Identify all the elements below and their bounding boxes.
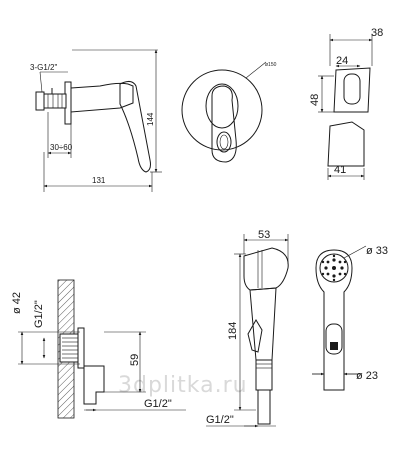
dim-41-label: 41 (334, 164, 346, 176)
thread-callout: 3-G1/2" (30, 63, 57, 72)
diameter-33-label: ø 33 (366, 245, 388, 257)
dim-38-label: 38 (371, 27, 383, 39)
connector-outlet (83, 365, 105, 405)
trigger-slot (325, 323, 343, 355)
connector-flange (77, 327, 85, 369)
dim-184-label: 184 (227, 322, 239, 340)
dim-48-label: 48 (309, 94, 321, 106)
cover-plate-circle (181, 69, 263, 151)
diameter-42-label: ø 42 (11, 292, 23, 314)
shower-side-view: 53 184 G1/2" (206, 229, 289, 428)
diameter-23-label: ø 23 (356, 370, 378, 382)
inlet-nut (35, 91, 45, 111)
mixer-body (70, 82, 134, 113)
dim-59-label: 59 (129, 354, 141, 366)
mixer-front-view: ø150 (181, 61, 277, 163)
lever-top-detail (333, 67, 371, 113)
watermark-text: 3dplitka.ru (118, 373, 248, 398)
lever-bottom-detail (327, 121, 365, 167)
dim-24-label: 24 (336, 55, 348, 67)
body-oval (205, 83, 239, 129)
mixer-side-view: 3-G1/2" 30÷60 131 144 (30, 49, 162, 192)
lever-detail-views: 38 24 48 41 (309, 27, 383, 180)
hose-side (257, 389, 271, 425)
mixer-lever (119, 80, 151, 173)
dim-53-label: 53 (258, 229, 270, 241)
thread-bottom-label: G1/2" (144, 398, 172, 410)
height-144-label: 144 (146, 112, 155, 126)
shower-thread-label: G1/2" (206, 414, 234, 426)
shower-head-side (243, 247, 289, 291)
thread-vertical-label: G1/2" (33, 300, 45, 328)
shower-front-outline (315, 249, 353, 391)
front-lever (211, 85, 237, 163)
width-131-label: 131 (92, 176, 106, 185)
shower-front-view: ø 33 ø 23 (312, 245, 388, 391)
flange-range-label: 30÷60 (50, 143, 73, 152)
wall-connector-view: ø 42 G1/2" 59 G1/2" (11, 279, 186, 419)
trigger-side (247, 319, 263, 353)
hose-connector-side (255, 359, 273, 391)
spray-face (319, 253, 349, 283)
cover-plate-diameter: ø150 (265, 62, 277, 68)
